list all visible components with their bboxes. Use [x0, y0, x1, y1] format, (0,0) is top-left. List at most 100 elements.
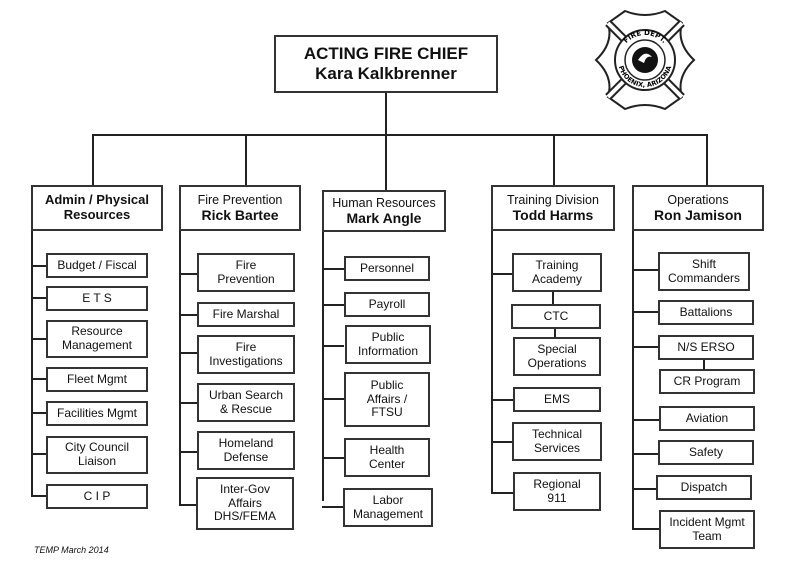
unit-incident-mgmt-team: Incident Mgmt Team — [659, 510, 755, 549]
unit-shift-commanders: Shift Commanders — [658, 252, 750, 291]
connector — [632, 231, 634, 529]
unit-label: Fire Prevention — [217, 257, 275, 286]
footer-note: TEMP March 2014 — [34, 545, 109, 555]
unit-label: Public Information — [357, 329, 419, 358]
unit-label: N/S ERSO — [677, 339, 735, 354]
connector — [491, 273, 512, 275]
connector — [632, 528, 659, 530]
connector — [322, 232, 324, 501]
unit-label: Payroll — [368, 296, 406, 311]
unit-label: Labor Management — [352, 492, 424, 521]
connector — [179, 504, 197, 506]
unit-regional-911: Regional 911 — [513, 472, 601, 511]
division-head-name: Todd Harms — [512, 207, 594, 224]
division-title: Fire Prevention — [197, 192, 283, 207]
unit-label: City Council Liaison — [64, 440, 130, 468]
connector — [632, 419, 659, 421]
unit-label: Fire Investigations — [209, 339, 283, 368]
connector — [179, 273, 197, 275]
connector — [179, 231, 181, 506]
unit-aviation: Aviation — [659, 406, 755, 431]
connector — [554, 329, 556, 338]
unit-label: Homeland Defense — [218, 435, 274, 464]
unit-label: Battalions — [679, 304, 733, 319]
chief-name: Kara Kalkbrenner — [315, 64, 457, 83]
connector — [553, 134, 555, 186]
unit-fire-prevention: Fire Prevention — [197, 253, 295, 292]
connector — [179, 451, 197, 453]
unit-label: C I P — [83, 488, 111, 503]
connector — [31, 297, 47, 299]
connector — [179, 314, 197, 316]
unit-label: Safety — [688, 444, 724, 459]
unit-label: Facilities Mgmt — [56, 405, 137, 420]
connector — [491, 231, 493, 493]
division-head-name: Ron Jamison — [654, 207, 742, 224]
unit-personnel: Personnel — [344, 256, 430, 281]
connector — [31, 265, 47, 267]
division-head-name: Mark Angle — [346, 210, 422, 227]
division-title: Training Division — [507, 192, 599, 207]
division-title: Human Resources — [332, 195, 436, 210]
connector — [632, 453, 658, 455]
connector — [92, 134, 94, 186]
connector — [92, 134, 708, 136]
unit-payroll: Payroll — [344, 292, 430, 317]
unit-label: Urban Search & Rescue — [208, 387, 284, 416]
unit-ems: EMS — [513, 387, 601, 412]
unit-label: Aviation — [685, 410, 729, 425]
unit-inter-gov-affairs: Inter-Gov Affairs DHS/FEMA — [196, 477, 294, 530]
unit-ns-erso: N/S ERSO — [658, 335, 754, 360]
unit-health-center: Health Center — [344, 438, 430, 477]
unit-homeland-defense: Homeland Defense — [197, 431, 295, 470]
unit-labor-management: Labor Management — [343, 488, 433, 527]
unit-label: CTC — [543, 308, 569, 323]
connector — [491, 441, 512, 443]
connector — [322, 398, 344, 400]
unit-fleet-mgmt: Fleet Mgmt — [46, 367, 148, 392]
unit-facilities-mgmt: Facilities Mgmt — [46, 401, 148, 426]
unit-battalions: Battalions — [658, 300, 754, 325]
unit-label: Resource Management — [61, 324, 133, 352]
unit-fire-investigations: Fire Investigations — [197, 335, 295, 374]
connector — [706, 134, 708, 186]
division-training: Training Division Todd Harms — [491, 185, 615, 231]
connector — [31, 412, 47, 414]
division-head-name: Rick Bartee — [201, 207, 279, 224]
unit-label: Incident Mgmt Team — [669, 514, 745, 543]
unit-label: CR Program — [673, 373, 741, 388]
unit-public-information: Public Information — [345, 325, 431, 364]
chief-box: ACTING FIRE CHIEF Kara Kalkbrenner — [274, 35, 498, 93]
unit-label: E T S — [82, 290, 112, 305]
unit-cr-program: CR Program — [659, 369, 755, 394]
unit-dispatch: Dispatch — [656, 475, 752, 500]
unit-label: Public Affairs / FTSU — [366, 377, 408, 420]
connector — [31, 338, 47, 340]
unit-safety: Safety — [658, 440, 754, 465]
division-admin: Admin / Physical Resources — [31, 185, 163, 231]
unit-label: Inter-Gov Affairs DHS/FEMA — [213, 481, 276, 524]
unit-urban-search-rescue: Urban Search & Rescue — [197, 383, 295, 422]
unit-label: Fleet Mgmt — [66, 371, 127, 386]
unit-label: Health Center — [368, 442, 406, 471]
unit-special-operations: Special Operations — [513, 337, 601, 376]
connector — [632, 346, 658, 348]
division-title: Operations — [667, 192, 729, 207]
connector — [179, 352, 197, 354]
unit-training-academy: Training Academy — [512, 253, 602, 292]
division-operations: Operations Ron Jamison — [632, 185, 764, 231]
unit-ctc: CTC — [511, 304, 601, 329]
unit-city-council-liaison: City Council Liaison — [46, 436, 148, 474]
unit-label: Shift Commanders — [667, 256, 741, 285]
unit-ets: E T S — [46, 286, 148, 311]
unit-label: Dispatch — [680, 479, 728, 494]
division-fire-prevention: Fire Prevention Rick Bartee — [179, 185, 301, 231]
connector — [322, 268, 344, 270]
unit-cip: C I P — [46, 484, 148, 509]
division-title: Admin / Physical Resources — [44, 192, 150, 222]
connector — [491, 399, 514, 401]
unit-fire-marshal: Fire Marshal — [197, 302, 295, 327]
connector — [491, 492, 514, 494]
unit-label: Budget / Fiscal — [57, 257, 137, 272]
connector — [179, 402, 197, 404]
